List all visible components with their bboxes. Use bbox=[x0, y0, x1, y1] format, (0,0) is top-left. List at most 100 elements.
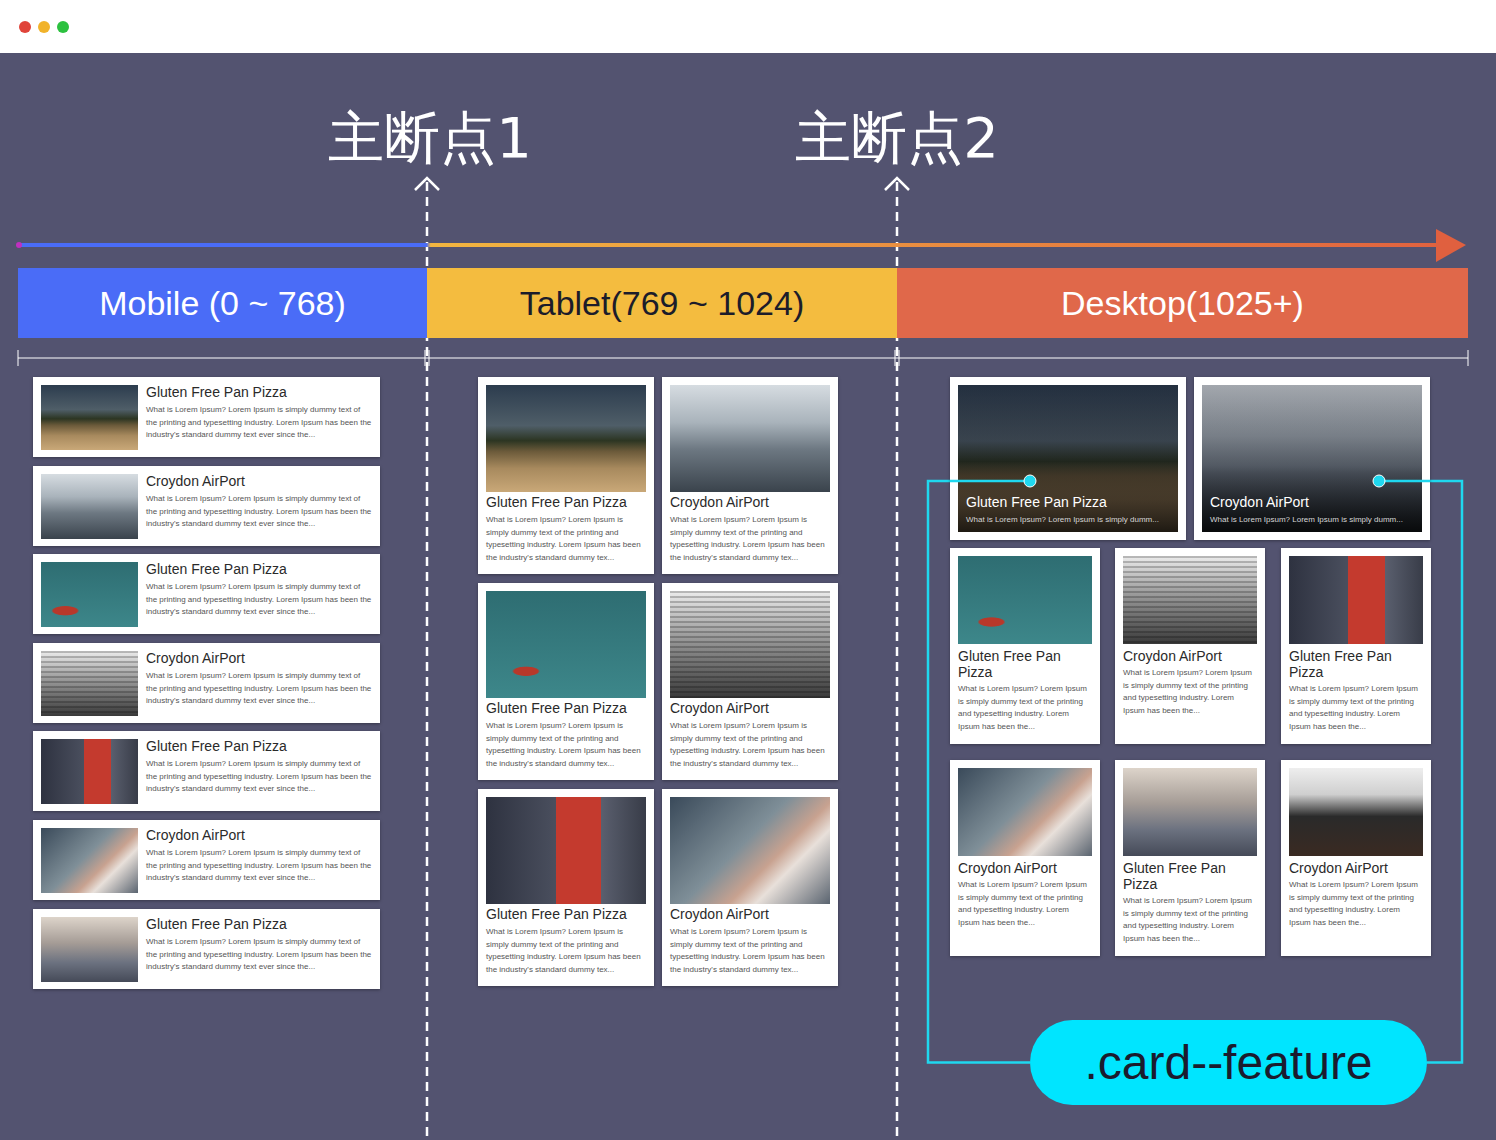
card-photo bbox=[41, 739, 138, 804]
card-text: What is Lorem Ipsum? Lorem Ipsum is simp… bbox=[1210, 514, 1414, 525]
dimension-tick bbox=[18, 350, 19, 366]
leader-segment bbox=[1379, 480, 1430, 483]
card-photo bbox=[670, 385, 830, 492]
card-text: What is Lorem Ipsum? Lorem Ipsum is simp… bbox=[670, 514, 830, 564]
content-card: Croydon AirPortWhat is Lorem Ipsum? Lore… bbox=[1194, 377, 1430, 540]
content-card: Croydon AirPortWhat is Lorem Ipsum? Lore… bbox=[33, 643, 380, 723]
card-body: Gluten Free Pan PizzaWhat is Lorem Ipsum… bbox=[146, 916, 372, 974]
card-body: Gluten Free Pan PizzaWhat is Lorem Ipsum… bbox=[146, 738, 372, 796]
content-card: Croydon AirPortWhat is Lorem Ipsum? Lore… bbox=[662, 583, 838, 780]
dimension-line bbox=[18, 358, 1468, 359]
content-card: Gluten Free Pan PizzaWhat is Lorem Ipsum… bbox=[1115, 760, 1265, 956]
card-text: What is Lorem Ipsum? Lorem Ipsum is simp… bbox=[146, 404, 372, 442]
content-card: Gluten Free Pan PizzaWhat is Lorem Ipsum… bbox=[950, 548, 1100, 744]
card-photo bbox=[41, 917, 138, 982]
card-body: Gluten Free Pan PizzaWhat is Lorem Ipsum… bbox=[486, 494, 646, 564]
card-title: Gluten Free Pan Pizza bbox=[146, 384, 372, 401]
card-title: Croydon AirPort bbox=[670, 494, 830, 511]
breakpoint-band: Mobile (0 ~ 768) bbox=[18, 268, 427, 338]
card-text: What is Lorem Ipsum? Lorem Ipsum is simp… bbox=[146, 493, 372, 531]
window-dot bbox=[38, 21, 50, 33]
card-title: Gluten Free Pan Pizza bbox=[958, 648, 1092, 680]
card-photo bbox=[958, 768, 1092, 856]
breakpoint-band: Tablet(769 ~ 1024) bbox=[427, 268, 897, 338]
card-title: Croydon AirPort bbox=[1289, 860, 1423, 876]
axis-arrowhead bbox=[1436, 229, 1466, 262]
card-photo bbox=[41, 828, 138, 893]
card-title: Croydon AirPort bbox=[146, 827, 372, 844]
card-body: Croydon AirPortWhat is Lorem Ipsum? Lore… bbox=[670, 494, 830, 564]
card-title: Tablet(769 ~ 1024) bbox=[520, 284, 804, 323]
card-photo bbox=[41, 562, 138, 627]
card-body: Croydon AirPortWhat is Lorem Ipsum? Lore… bbox=[670, 906, 830, 976]
card-body: Croydon AirPortWhat is Lorem Ipsum? Lore… bbox=[1289, 860, 1423, 929]
leader-segment bbox=[950, 480, 1030, 483]
card-title: Gluten Free Pan Pizza bbox=[1123, 860, 1257, 892]
card-body: Gluten Free Pan PizzaWhat is Lorem Ipsum… bbox=[966, 494, 1170, 525]
card-body: Gluten Free Pan PizzaWhat is Lorem Ipsum… bbox=[486, 906, 646, 976]
card-title: Croydon AirPort bbox=[958, 860, 1092, 876]
card-title: Gluten Free Pan Pizza bbox=[146, 561, 372, 578]
card-title: Gluten Free Pan Pizza bbox=[1289, 648, 1423, 680]
card-title: Croydon AirPort bbox=[146, 650, 372, 667]
card-title: Croydon AirPort bbox=[1123, 648, 1257, 664]
card-photo bbox=[1123, 768, 1257, 856]
dimension-tick bbox=[429, 350, 430, 366]
card-text: What is Lorem Ipsum? Lorem Ipsum is simp… bbox=[486, 720, 646, 770]
card-body: Gluten Free Pan PizzaWhat is Lorem Ipsum… bbox=[146, 561, 372, 619]
content-card: Gluten Free Pan PizzaWhat is Lorem Ipsum… bbox=[478, 789, 654, 986]
card-title: Desktop(1025+) bbox=[1061, 284, 1304, 323]
window-dot bbox=[57, 21, 69, 33]
content-card: Croydon AirPortWhat is Lorem Ipsum? Lore… bbox=[33, 466, 380, 546]
card-photo bbox=[486, 797, 646, 904]
breakpoint-band: Desktop(1025+) bbox=[897, 268, 1468, 338]
card-text: What is Lorem Ipsum? Lorem Ipsum is simp… bbox=[146, 847, 372, 885]
card-body: Gluten Free Pan PizzaWhat is Lorem Ipsum… bbox=[146, 384, 372, 442]
content-card: Croydon AirPortWhat is Lorem Ipsum? Lore… bbox=[662, 377, 838, 574]
card-text: What is Lorem Ipsum? Lorem Ipsum is simp… bbox=[486, 514, 646, 564]
callout-connector bbox=[1427, 481, 1462, 1063]
content-card: Croydon AirPortWhat is Lorem Ipsum? Lore… bbox=[1115, 548, 1265, 744]
window-dot bbox=[19, 21, 31, 33]
card-photo bbox=[670, 591, 830, 698]
card-body: Croydon AirPortWhat is Lorem Ipsum? Lore… bbox=[670, 700, 830, 770]
card-body: Gluten Free Pan PizzaWhat is Lorem Ipsum… bbox=[958, 648, 1092, 733]
card-title: Gluten Free Pan Pizza bbox=[146, 738, 372, 755]
card-title: Mobile (0 ~ 768) bbox=[99, 284, 346, 323]
card-text: What is Lorem Ipsum? Lorem Ipsum is simp… bbox=[1289, 879, 1423, 929]
card-body: Gluten Free Pan PizzaWhat is Lorem Ipsum… bbox=[1289, 648, 1423, 733]
content-card: Gluten Free Pan PizzaWhat is Lorem Ipsum… bbox=[33, 731, 380, 811]
card-title: Gluten Free Pan Pizza bbox=[486, 700, 646, 717]
card-photo bbox=[41, 651, 138, 716]
card-title: Croydon AirPort bbox=[146, 473, 372, 490]
dimension-tick bbox=[895, 350, 896, 366]
card-body: Croydon AirPortWhat is Lorem Ipsum? Lore… bbox=[146, 650, 372, 708]
content-card: Gluten Free Pan PizzaWhat is Lorem Ipsum… bbox=[33, 909, 380, 989]
leader-dot bbox=[1373, 475, 1385, 487]
card-text: What is Lorem Ipsum? Lorem Ipsum is simp… bbox=[1123, 667, 1257, 717]
card-title: Gluten Free Pan Pizza bbox=[146, 916, 372, 933]
card-title: Croydon AirPort bbox=[670, 906, 830, 923]
content-card: Gluten Free Pan PizzaWhat is Lorem Ipsum… bbox=[1281, 548, 1431, 744]
card-text: What is Lorem Ipsum? Lorem Ipsum is simp… bbox=[146, 670, 372, 708]
leader-dot bbox=[1024, 475, 1036, 487]
card-text: What is Lorem Ipsum? Lorem Ipsum is simp… bbox=[146, 758, 372, 796]
card-text: What is Lorem Ipsum? Lorem Ipsum is simp… bbox=[958, 683, 1092, 733]
card-photo bbox=[1289, 768, 1423, 856]
content-card: Croydon AirPortWhat is Lorem Ipsum? Lore… bbox=[1281, 760, 1431, 956]
card-body: Croydon AirPortWhat is Lorem Ipsum? Lore… bbox=[958, 860, 1092, 929]
card-body: Croydon AirPortWhat is Lorem Ipsum? Lore… bbox=[1210, 494, 1414, 525]
card-text: What is Lorem Ipsum? Lorem Ipsum is simp… bbox=[1289, 683, 1423, 733]
content-card: Gluten Free Pan PizzaWhat is Lorem Ipsum… bbox=[33, 377, 380, 457]
dimension-tick bbox=[1468, 350, 1469, 366]
card-text: What is Lorem Ipsum? Lorem Ipsum is simp… bbox=[958, 879, 1092, 929]
card-photo bbox=[486, 385, 646, 492]
content-card: Gluten Free Pan PizzaWhat is Lorem Ipsum… bbox=[33, 554, 380, 634]
card-photo bbox=[958, 556, 1092, 644]
card-text: What is Lorem Ipsum? Lorem Ipsum is simp… bbox=[670, 720, 830, 770]
breakpoint-title: 主断点2 bbox=[777, 106, 1017, 170]
card-title: Gluten Free Pan Pizza bbox=[486, 494, 646, 511]
dimension-tick bbox=[425, 350, 426, 366]
card-photo bbox=[41, 474, 138, 539]
